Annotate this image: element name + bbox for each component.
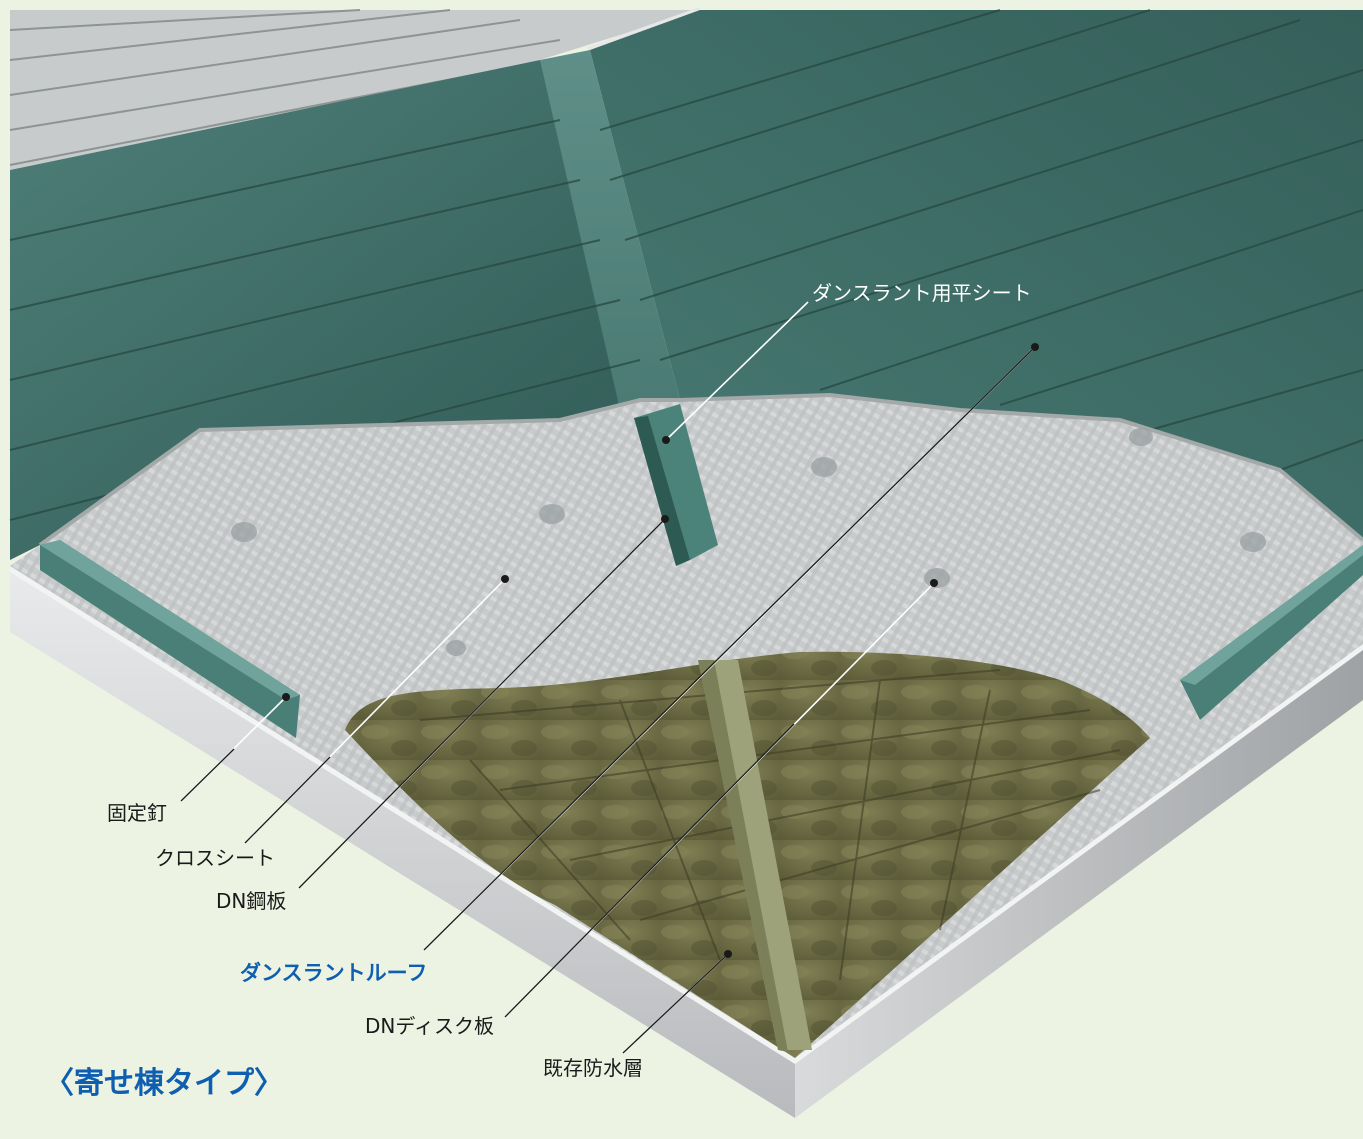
edge-trim-left xyxy=(40,540,300,738)
roof-slope-left xyxy=(10,60,660,560)
label-roof: ダンスラントルーフ xyxy=(240,961,428,985)
edge-trim-left-top xyxy=(40,540,300,700)
label-cross-sheet: クロスシート xyxy=(155,846,275,870)
cross-sheet-edge xyxy=(38,392,1363,547)
dn-steel-strip-shade xyxy=(698,660,788,1052)
roof-slope-right xyxy=(590,10,1363,540)
roof-hip-face xyxy=(540,50,680,410)
label-nail: 固定釘 xyxy=(107,801,167,825)
base-front-face xyxy=(10,570,795,1118)
callout-dots xyxy=(282,343,1039,958)
hip-ridge-cap-shade xyxy=(634,416,690,566)
diagram-caption: 〈寄せ棟タイプ〉 xyxy=(44,1066,284,1101)
label-disc-plate: DNディスク板 xyxy=(365,1014,494,1038)
label-steel-plate: DN鋼板 xyxy=(216,889,287,913)
label-top-sheet: ダンスラント用平シート xyxy=(812,281,1032,305)
edge-trim-right-top xyxy=(1180,545,1363,685)
back-roof xyxy=(10,10,700,170)
leader-top-sheet xyxy=(665,301,809,441)
label-existing-layer: 既存防水層 xyxy=(543,1056,643,1080)
ridge-cap xyxy=(586,7,702,53)
base-right-face xyxy=(795,648,1363,1118)
